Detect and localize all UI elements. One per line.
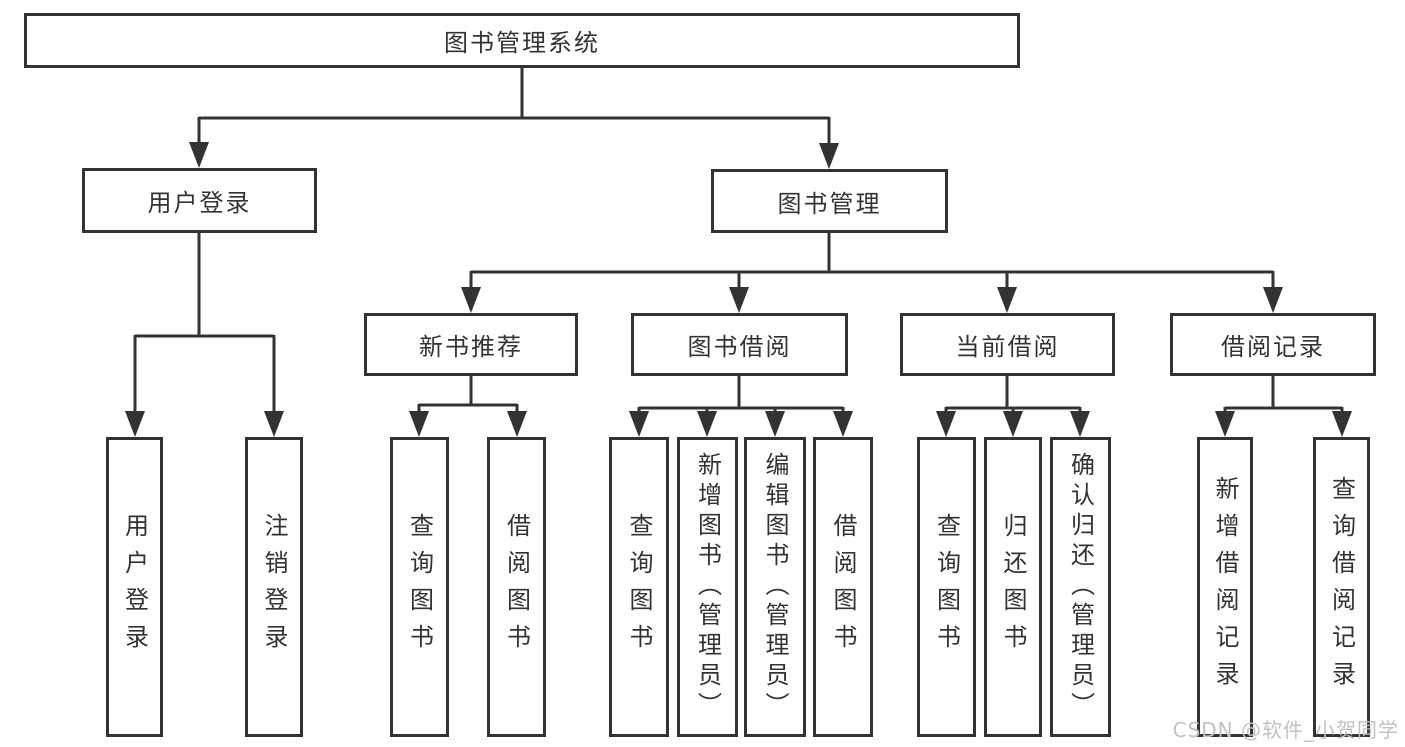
leaf-borrow-books-1-label: 借阅图书 bbox=[502, 513, 531, 661]
leaf-add-books-admin: 新增图书（管理员） bbox=[677, 437, 738, 737]
node-new-book-recommendation-label: 新书推荐 bbox=[419, 333, 523, 361]
leaf-add-borrow-record-label: 新增借阅记录 bbox=[1211, 476, 1239, 698]
leaf-borrow-books-2-label: 借阅图书 bbox=[829, 513, 857, 661]
leaf-add-borrow-record: 新增借阅记录 bbox=[1197, 437, 1253, 737]
node-borrowing-records-label: 借阅记录 bbox=[1221, 333, 1325, 361]
leaf-query-borrow-record: 查询借阅记录 bbox=[1313, 437, 1370, 737]
node-new-book-recommendation: 新书推荐 bbox=[364, 313, 578, 376]
node-book-management-label: 图书管理 bbox=[777, 189, 882, 218]
leaf-borrow-books-1: 借阅图书 bbox=[487, 437, 546, 737]
node-current-borrowing-label: 当前借阅 bbox=[955, 333, 1060, 361]
leaf-return-books-label: 归还图书 bbox=[999, 513, 1027, 661]
leaf-confirm-return-admin: 确认归还（管理员） bbox=[1050, 437, 1111, 737]
node-book-management: 图书管理 bbox=[711, 169, 948, 233]
leaf-edit-books-admin: 编辑图书（管理员） bbox=[744, 437, 806, 737]
leaf-logout: 注销登录 bbox=[245, 437, 303, 737]
node-book-borrowing: 图书借阅 bbox=[631, 313, 848, 376]
leaf-add-books-admin-label: 新增图书（管理员） bbox=[693, 452, 722, 722]
leaf-query-books-2: 查询图书 bbox=[609, 437, 669, 737]
leaf-query-books-3: 查询图书 bbox=[917, 437, 976, 737]
leaf-return-books: 归还图书 bbox=[984, 437, 1042, 737]
leaf-edit-books-admin-label: 编辑图书（管理员） bbox=[761, 452, 789, 722]
leaf-logout-label: 注销登录 bbox=[260, 513, 288, 661]
node-root: 图书管理系统 bbox=[24, 13, 1020, 68]
node-user-login: 用户登录 bbox=[82, 168, 317, 233]
leaf-confirm-return-admin-label: 确认归还（管理员） bbox=[1066, 452, 1095, 722]
node-root-label: 图书管理系统 bbox=[444, 29, 600, 57]
leaf-query-books-3-label: 查询图书 bbox=[932, 513, 961, 661]
node-user-login-label: 用户登录 bbox=[147, 189, 252, 217]
leaf-user-login-label: 用户登录 bbox=[120, 513, 149, 661]
csdn-watermark: CSDN @软件_小贺同学 bbox=[1172, 718, 1399, 742]
leaf-user-login: 用户登录 bbox=[106, 437, 163, 737]
node-borrowing-records: 借阅记录 bbox=[1170, 313, 1376, 376]
leaf-query-books-2-label: 查询图书 bbox=[625, 513, 653, 661]
node-book-borrowing-label: 图书借阅 bbox=[687, 333, 792, 361]
leaf-query-books-1: 查询图书 bbox=[390, 437, 449, 737]
leaf-query-books-1-label: 查询图书 bbox=[405, 513, 434, 661]
arrowheads bbox=[125, 142, 1352, 437]
leaf-borrow-books-2: 借阅图书 bbox=[813, 437, 873, 737]
leaf-query-borrow-record-label: 查询借阅记录 bbox=[1327, 476, 1356, 698]
node-current-borrowing: 当前借阅 bbox=[900, 313, 1115, 376]
